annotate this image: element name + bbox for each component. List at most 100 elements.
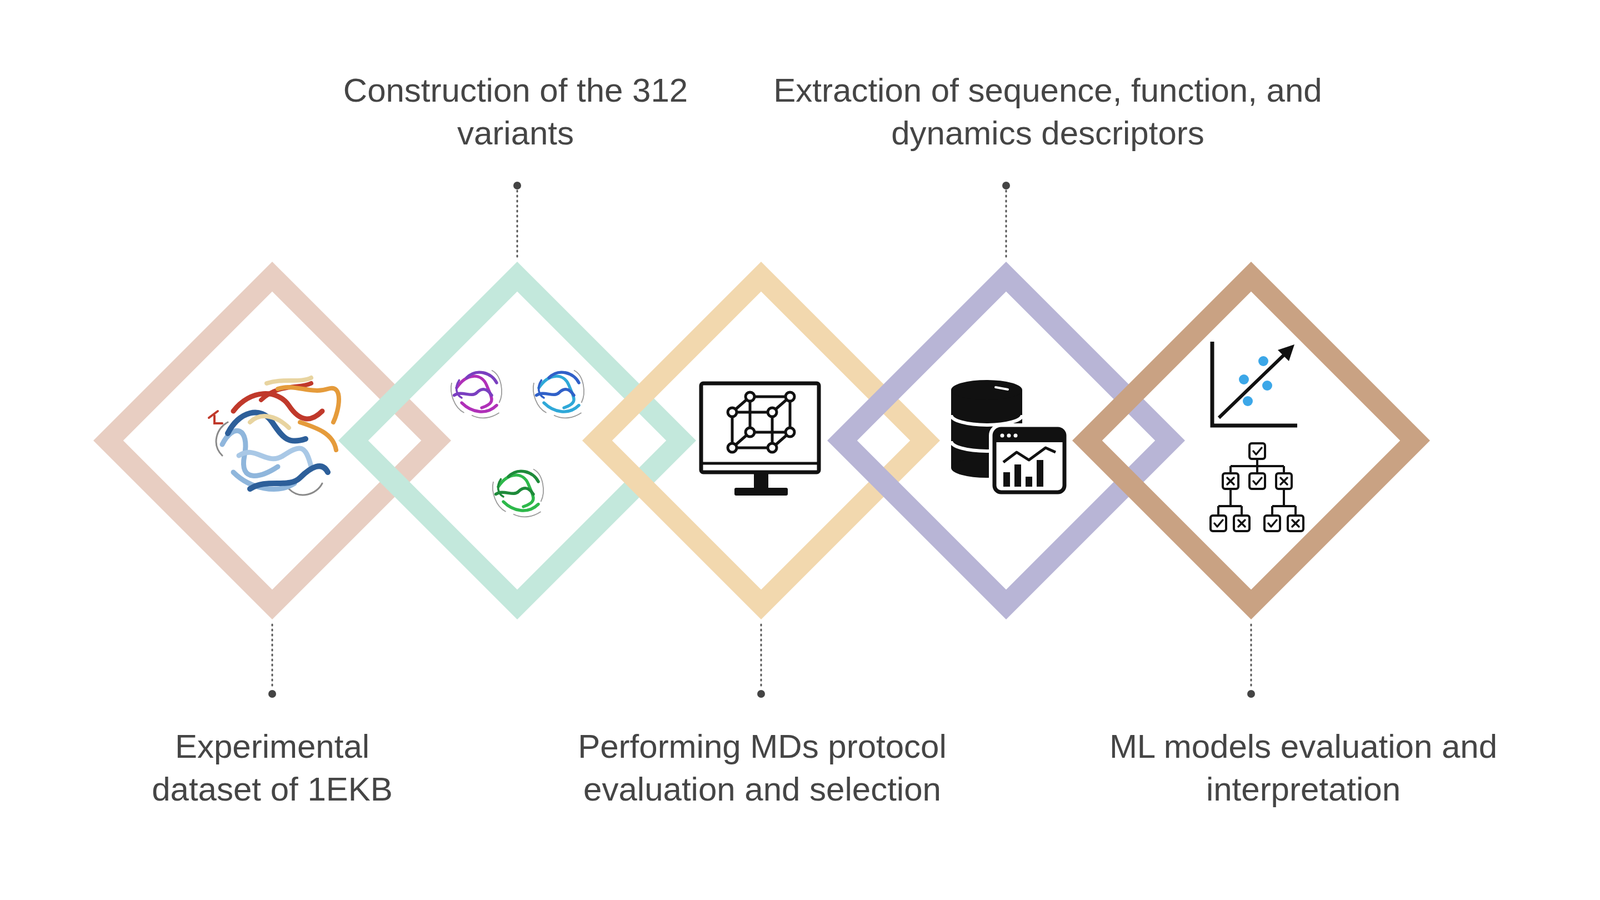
- protein-ribbon: [227, 412, 306, 442]
- tree-link: [1230, 458, 1284, 474]
- diamond-border: [842, 276, 1170, 605]
- variant-ribbon: [492, 469, 544, 518]
- cross-mark: [1238, 520, 1245, 527]
- chart-window-gap: [994, 428, 1065, 493]
- tree-link: [1272, 488, 1296, 516]
- tree-boxes: [1210, 443, 1304, 532]
- tree-box: [1249, 443, 1265, 459]
- protein-stick: [208, 411, 218, 418]
- trend-arrow: [1218, 354, 1285, 418]
- database-icon: [951, 380, 1065, 493]
- monitor-chin: [701, 462, 819, 465]
- tree-box: [1264, 515, 1280, 532]
- window-dot: [1007, 433, 1012, 438]
- variant-ribbon: [496, 471, 539, 497]
- database-highlight: [995, 387, 1008, 390]
- chart-line: [1003, 447, 1056, 463]
- database-top: [951, 380, 1023, 400]
- diamond-border: [108, 276, 437, 605]
- tree-box: [1287, 515, 1304, 532]
- diamond-outline: [93, 261, 452, 620]
- step-label-group: Extraction of sequence, function, and dy…: [764, 68, 1332, 155]
- variant-structures: [451, 370, 584, 518]
- cube-vertices: [727, 392, 795, 453]
- protein-ribbon: [300, 422, 337, 450]
- diamond-outline: [338, 261, 697, 620]
- leader-line: [1250, 624, 1253, 689]
- scatter-point: [1262, 380, 1273, 391]
- cube-vertex: [767, 407, 777, 417]
- cube-back: [750, 396, 790, 433]
- leader-line: [1005, 190, 1008, 257]
- variant-protein: [492, 469, 544, 518]
- chart-bar: [1014, 464, 1022, 487]
- protein-ribbon: [250, 416, 289, 428]
- cross-mark: [1227, 477, 1234, 485]
- step-label-group: Construction of the 312 variants: [310, 68, 722, 155]
- diamond-border: [1087, 276, 1415, 605]
- leader-dot: [268, 690, 277, 698]
- protein-ribbon: [250, 466, 328, 489]
- leader-dot: [1247, 690, 1255, 698]
- cube-vertex: [745, 427, 755, 437]
- step-label: Performing MDs protocol evaluation and s…: [540, 725, 985, 811]
- tree-marks: [1214, 447, 1299, 527]
- protein-ribbon: [277, 387, 339, 423]
- check-mark: [1253, 447, 1262, 455]
- chart-bar: [1025, 476, 1033, 487]
- check-mark: [1268, 520, 1277, 527]
- monitor-icon: [701, 383, 819, 496]
- variant-protein: [533, 370, 584, 419]
- check-mark: [1214, 520, 1223, 527]
- leader-dot: [757, 690, 765, 698]
- cube-vertex: [727, 443, 737, 453]
- monitor-neck: [753, 473, 769, 489]
- scatter-point: [1238, 374, 1249, 385]
- step-diamond: Experimental dataset of 1EKB: [93, 261, 452, 620]
- protein-ribbon: [233, 393, 323, 419]
- variant-ribbon: [451, 370, 502, 419]
- tree-box: [1210, 515, 1227, 532]
- chart-window: [994, 428, 1065, 493]
- scatter-point: [1242, 396, 1253, 407]
- leader-dots: [268, 181, 1255, 698]
- protein-ribbon: [238, 448, 312, 467]
- variant-ribbon: [533, 370, 584, 419]
- scatter-icon: [1212, 341, 1298, 426]
- cube-vertex: [785, 392, 795, 402]
- tree-box: [1249, 473, 1265, 489]
- diamond-outline: [827, 261, 1185, 620]
- leader-line: [271, 624, 274, 689]
- leader-line: [516, 190, 519, 257]
- diamond-outline: [1072, 261, 1430, 620]
- tree-box: [1222, 473, 1239, 489]
- tree-box: [1276, 473, 1292, 489]
- cube-front: [732, 412, 773, 448]
- variant-ribbon: [454, 372, 498, 398]
- cube-edges: [732, 396, 790, 448]
- leader-lines: [272, 190, 1252, 689]
- variant-protein: [451, 370, 502, 419]
- protein-ribbon: [266, 377, 312, 384]
- cube-vertex: [745, 392, 755, 402]
- check-mark: [1253, 477, 1262, 485]
- trend-arrowhead: [1277, 344, 1295, 362]
- diamond-outline: [582, 261, 940, 620]
- step-label: Extraction of sequence, function, and dy…: [764, 68, 1332, 155]
- tree-links: [1218, 458, 1296, 516]
- step-diamond: ML models evaluation and interpretation: [1072, 261, 1430, 620]
- protein-structure: [208, 377, 339, 495]
- step-label: Experimental dataset of 1EKB: [122, 725, 423, 811]
- monitor-screen: [701, 383, 819, 473]
- cross-mark: [1280, 477, 1288, 485]
- tree-box: [1233, 515, 1250, 532]
- diamond-border: [597, 276, 925, 605]
- step-diamond: Construction of the 312 variants: [338, 261, 697, 620]
- step-label-group: ML models evaluation and interpretation: [1072, 725, 1534, 811]
- chart-window-bar: [994, 428, 1065, 443]
- leader-line: [760, 624, 763, 689]
- variant-ribbon: [536, 372, 580, 398]
- leader-dot: [513, 181, 522, 190]
- diamond-border: [353, 276, 682, 605]
